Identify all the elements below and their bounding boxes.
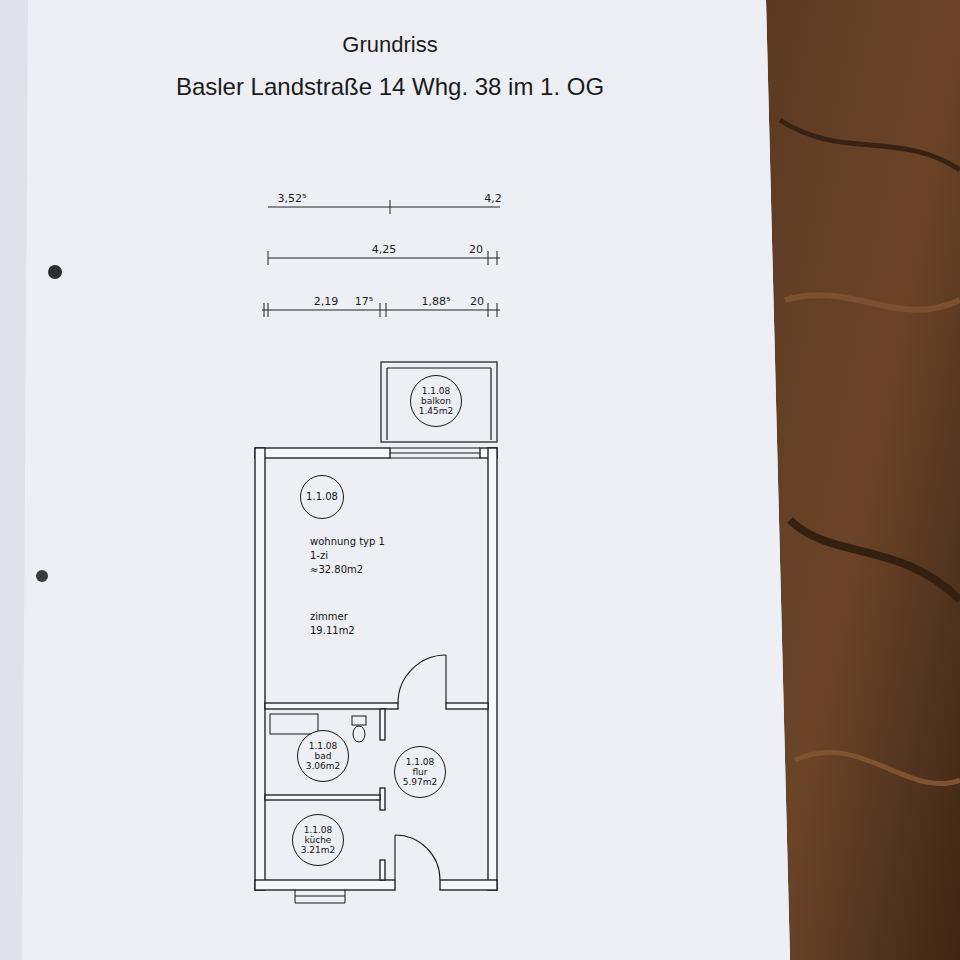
callout-text: bad xyxy=(315,751,332,761)
wood-table xyxy=(780,120,960,170)
room-label: 19.11m2 xyxy=(310,624,355,638)
room-callout-circle: 1.1.08 xyxy=(300,475,344,519)
balcony-outline xyxy=(387,367,491,368)
dimension-lines xyxy=(264,303,265,317)
wood-table xyxy=(766,0,960,960)
dimension-label: 20 xyxy=(468,244,484,256)
dimension-lines xyxy=(262,310,500,311)
balcony-outline xyxy=(490,368,491,440)
dimension-lines xyxy=(390,200,391,214)
windows xyxy=(295,903,345,904)
balcony-outline xyxy=(386,368,387,440)
room-callout-circle: 1.1.08flur5.97m2 xyxy=(394,746,446,798)
paper-sheet xyxy=(36,570,48,582)
title: Grundriss xyxy=(342,32,437,58)
room-label: zimmer xyxy=(310,610,348,624)
callout-text: 1.1.08 xyxy=(309,741,338,751)
callout-text: 1.45m2 xyxy=(419,406,454,416)
walls xyxy=(380,788,385,810)
windows xyxy=(390,453,480,454)
walls xyxy=(255,448,497,890)
walls xyxy=(255,448,265,890)
callout-text: 1.1.08 xyxy=(422,386,451,396)
dimension-label: 4,25 xyxy=(371,244,398,256)
bathroom-fixtures xyxy=(353,726,365,742)
bathroom-fixtures xyxy=(270,714,318,734)
door-swings xyxy=(395,655,446,880)
dimension-lines xyxy=(268,303,269,317)
callout-text: 1.1.08 xyxy=(306,490,338,504)
room-area: wohnung typ 11-zi≈32.80m2 zimmer19.11m2 1.… xyxy=(265,458,488,703)
walls xyxy=(446,703,488,709)
wood-table xyxy=(795,752,960,783)
door-swings xyxy=(395,835,440,880)
dimension-label: 17⁵ xyxy=(354,296,374,308)
windows xyxy=(390,458,480,459)
walls xyxy=(380,860,385,880)
dimension-lines xyxy=(380,303,381,317)
dimension-lines xyxy=(268,258,500,259)
callout-text: 1.1.08 xyxy=(406,757,435,767)
dimension-label: 4,2 xyxy=(483,193,503,205)
dimension-lines xyxy=(268,207,500,208)
windows xyxy=(345,890,346,903)
dimension-label: 2,19 xyxy=(313,296,340,308)
dimension-label: 20 xyxy=(469,296,485,308)
balcony-outline xyxy=(381,362,497,442)
callout-text: 3.21m2 xyxy=(301,845,336,855)
callout-text: 3.06m2 xyxy=(306,761,341,771)
wood-table xyxy=(766,0,960,960)
dimension-lines xyxy=(497,303,498,317)
callout-text: flur xyxy=(412,767,427,777)
paper-sheet xyxy=(0,0,790,960)
windows xyxy=(295,896,345,897)
walls xyxy=(265,703,398,709)
walls xyxy=(255,880,395,890)
dimension-lines xyxy=(497,251,498,265)
door-swings xyxy=(398,655,446,703)
dimension-lines xyxy=(386,303,387,317)
paper-sheet xyxy=(48,265,62,279)
callout-text: balkon xyxy=(421,396,451,406)
room-callout-circle: 1.1.08balkon1.45m2 xyxy=(410,375,462,427)
room-label: ≈32.80m2 xyxy=(310,563,363,577)
door-swings xyxy=(445,655,446,703)
walls xyxy=(265,795,380,800)
dimension-lines xyxy=(268,251,269,265)
bathroom-fixtures xyxy=(352,716,366,725)
walls xyxy=(488,448,497,890)
paper-sheet xyxy=(0,0,790,960)
windows xyxy=(295,890,296,903)
room-callout-circle: 1.1.08küche3.21m2 xyxy=(292,814,344,866)
walls xyxy=(380,709,385,740)
address-line: Basler Landstraße 14 Whg. 38 im 1. OG xyxy=(175,74,605,100)
wood-table xyxy=(785,295,960,310)
callout-text: 5.97m2 xyxy=(403,777,438,787)
windows xyxy=(295,448,480,903)
door-swings xyxy=(394,835,395,880)
dimension-lines xyxy=(488,251,489,265)
paper-sheet xyxy=(0,0,28,960)
dimension-lines xyxy=(488,303,489,317)
balcony-outline xyxy=(381,362,497,442)
walls xyxy=(255,448,390,458)
callout-text: 1.1.08 xyxy=(304,825,333,835)
dimension-label: 3,52⁵ xyxy=(277,193,308,205)
dimension-label: 1,88⁵ xyxy=(421,296,452,308)
walls xyxy=(440,880,497,890)
callout-text: küche xyxy=(305,835,332,845)
room-label: wohnung typ 1 xyxy=(310,535,385,549)
wood-table xyxy=(790,520,960,600)
windows xyxy=(390,448,480,449)
room-callout-circle: 1.1.08bad3.06m2 xyxy=(297,730,349,782)
room-label: 1-zi xyxy=(310,549,328,563)
dimension-lines xyxy=(262,200,500,317)
